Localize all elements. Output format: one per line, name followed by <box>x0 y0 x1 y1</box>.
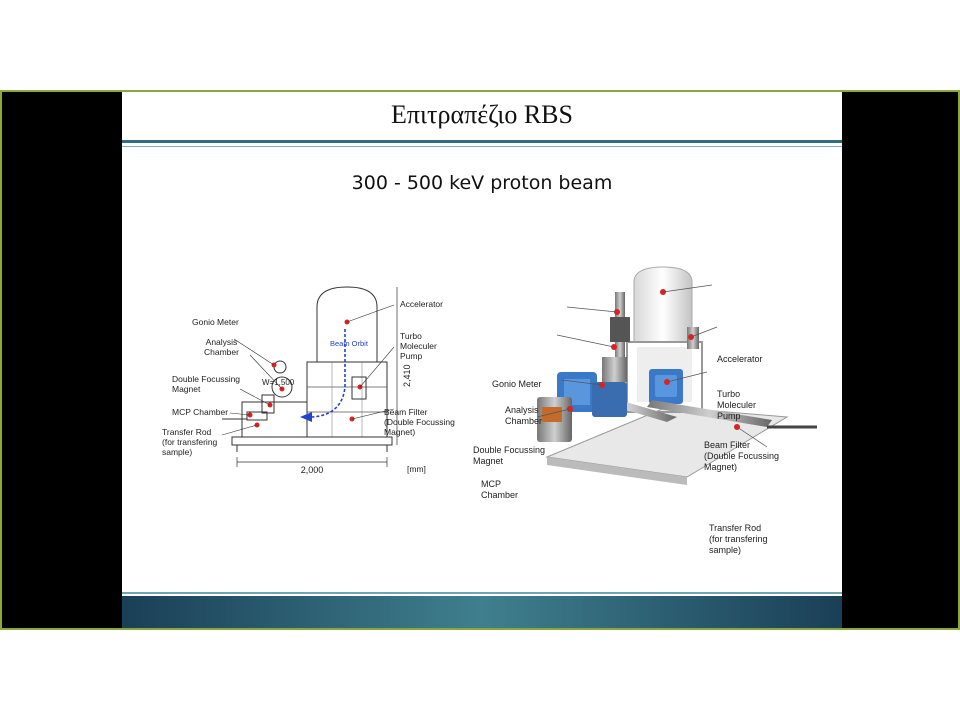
left-label-transfer-rod: Transfer Rod (for transfering sample) <box>162 427 218 457</box>
right-label-transfer-rod: Transfer Rod (for transfering sample) <box>709 523 768 555</box>
right-label-analysis: Analysis Chamber <box>505 405 543 426</box>
left-label-double-focussing: Double Focussing Magnet <box>172 374 241 394</box>
right-label-accelerator: Accelerator <box>717 354 763 364</box>
title-rule <box>122 140 842 143</box>
footer-band <box>122 596 842 628</box>
schematic-diagram: W=1,500 2,000 2,410 Beam Orbit Accelerat… <box>162 277 462 477</box>
footer-rule <box>122 592 842 594</box>
slide-title: Επιτραπέζιο RBS <box>391 100 573 129</box>
right-label-turbo: Turbo Moleculer Pump <box>717 389 757 421</box>
left-label-mcp: MCP Chamber <box>172 407 229 417</box>
left-label-turbo: Turbo Moleculer Pump <box>400 331 437 361</box>
right-label-double-focussing: Double Focussing Magnet <box>473 445 546 466</box>
slide: Επιτραπέζιο RBS 300 - 500 keV proton bea… <box>122 92 842 628</box>
photo-diagram: Accelerator Gonio Meter Analysis Chamber… <box>467 257 827 555</box>
beam-orbit-label: Beam Orbit <box>330 339 369 348</box>
photo-drawing <box>536 266 817 485</box>
dimension-width: W=1,500 <box>262 378 295 387</box>
slide-subtitle: 300 - 500 keV proton beam <box>351 172 613 194</box>
left-label-gonio: Gonio Meter <box>192 317 239 327</box>
left-label-analysis: Analysis Chamber <box>204 337 239 357</box>
left-label-beam-filter: Beam Filter (Double Focussing Magnet) <box>384 407 455 437</box>
right-label-beam-filter: Beam Filter (Double Focussing Magnet) <box>704 440 780 472</box>
dimension-length: 2,000 <box>301 465 324 475</box>
title-rule-thin <box>122 146 842 147</box>
dimension-height: 2,410 <box>402 364 412 387</box>
schematic-drawing: W=1,500 2,000 2,410 Beam Orbit <box>221 286 412 475</box>
left-label-unit: [mm] <box>407 464 426 474</box>
slide-frame: Επιτραπέζιο RBS 300 - 500 keV proton bea… <box>0 90 960 630</box>
right-label-mcp: MCP Chamber <box>481 479 519 500</box>
left-label-accelerator: Accelerator <box>400 299 443 309</box>
right-label-gonio: Gonio Meter <box>492 379 542 389</box>
